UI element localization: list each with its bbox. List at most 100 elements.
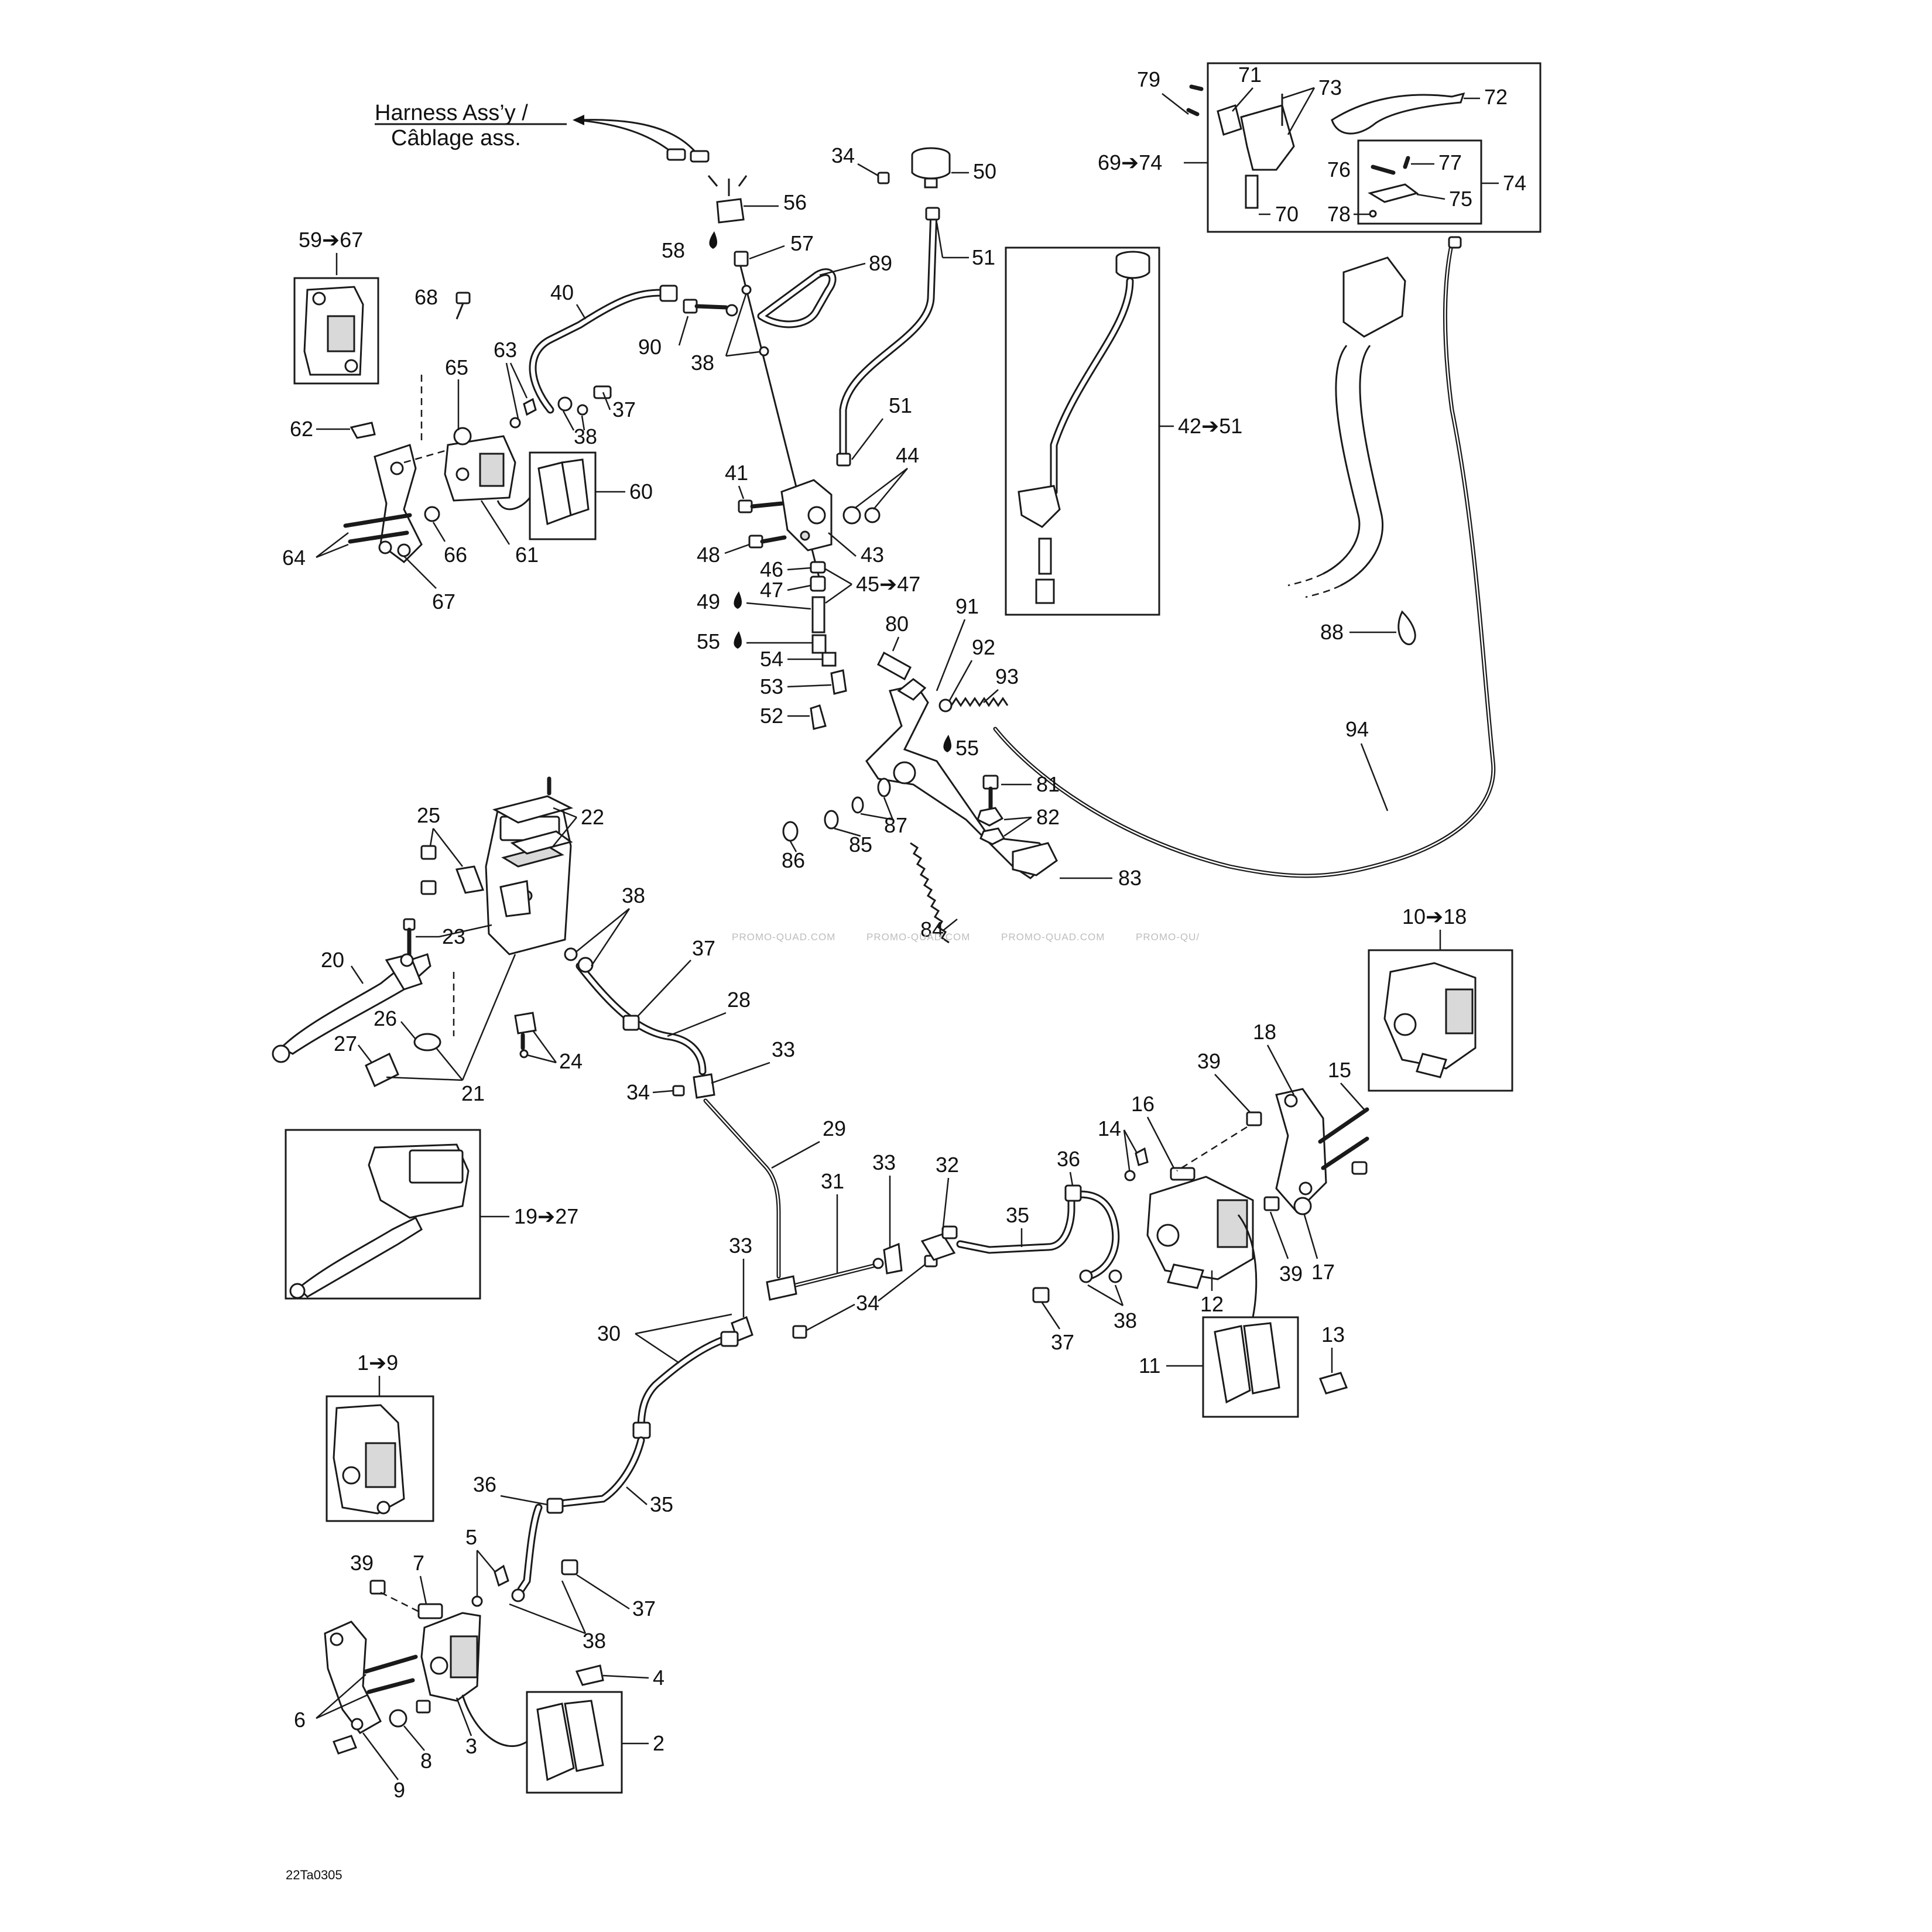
reservoir-50: [911, 147, 951, 189]
piston-46-47: [810, 561, 847, 695]
callout-34: 34: [856, 1291, 879, 1315]
callout-27: 27: [334, 1032, 357, 1056]
pins-15: [1318, 1107, 1369, 1175]
callout-30: 30: [597, 1321, 621, 1345]
caliper-inset-box-59-67: [293, 277, 379, 385]
callout-55: 55: [955, 736, 979, 760]
hose-30: [632, 1331, 739, 1439]
callout-7: 7: [413, 1551, 424, 1575]
front-master-cylinder: [485, 804, 572, 955]
callout-35: 35: [1006, 1203, 1029, 1227]
pins-6: [364, 1654, 418, 1694]
callout-70: 70: [1275, 202, 1299, 226]
callout-58: 58: [662, 238, 685, 262]
bushing-66: [378, 506, 440, 554]
rear-hose-40: [529, 285, 678, 416]
callout-73: 73: [1318, 76, 1342, 100]
pivot-bolt-23: [400, 918, 416, 967]
callout-66: 66: [444, 543, 467, 567]
callout-74: 74: [1503, 171, 1526, 195]
harness-label-line2: Câblage ass.: [391, 126, 521, 150]
screw-34: [877, 172, 890, 184]
callout-81: 81: [1036, 772, 1060, 796]
grease-drop-icon: [734, 631, 742, 649]
bolt-37c: [1032, 1287, 1050, 1303]
callout-17: 17: [1311, 1260, 1335, 1284]
harness-connector: [666, 148, 710, 163]
callout-1-9: 1➔9: [357, 1351, 398, 1375]
callout-60: 60: [629, 479, 653, 503]
callout-8: 8: [420, 1749, 432, 1773]
cable-94: [993, 236, 1496, 878]
callout-92: 92: [972, 635, 995, 659]
callout-93: 93: [995, 664, 1019, 688]
callout-35: 35: [650, 1492, 673, 1516]
callout-37: 37: [692, 936, 715, 960]
callout-21: 21: [461, 1081, 485, 1105]
callout-41: 41: [725, 461, 748, 485]
callout-78: 78: [1327, 202, 1351, 226]
master-cylinder-inset-box: [1005, 246, 1160, 616]
callout-37: 37: [612, 398, 636, 422]
caliper-rear-upper-group: 59➔67: [282, 228, 653, 614]
bolt-37: [622, 1015, 640, 1031]
callout-67: 67: [432, 590, 455, 614]
grease-drop-icon: [943, 735, 951, 752]
callout-6: 6: [294, 1708, 306, 1732]
reservoir-hose-51: [836, 207, 940, 467]
callout-88: 88: [1320, 620, 1344, 644]
callout-45-47: 45➔47: [856, 572, 920, 596]
callout-9: 9: [393, 1778, 405, 1802]
callout-22: 22: [581, 805, 604, 829]
bracket-33c: [883, 1242, 938, 1275]
callout-49: 49: [697, 590, 720, 614]
callout-40: 40: [550, 280, 574, 304]
lever-72: [1331, 92, 1465, 135]
caliper-body: [444, 427, 516, 502]
bushing-8: [389, 1700, 431, 1728]
front-hose-28: [564, 947, 707, 1075]
callout-43: 43: [861, 543, 884, 567]
callout-39: 39: [1279, 1262, 1303, 1286]
clip-13: [1318, 1372, 1348, 1395]
bolt-37d: [561, 1559, 578, 1575]
callout-82: 82: [1036, 805, 1060, 829]
caliper-inset-icon: [1383, 962, 1477, 1078]
callout-28: 28: [727, 988, 751, 1012]
callout-87: 87: [884, 813, 907, 837]
callout-62: 62: [290, 417, 313, 441]
bolt-68: [455, 292, 471, 320]
callout-80: 80: [885, 612, 909, 636]
callout-68: 68: [415, 285, 438, 309]
washer-85-86-87: [782, 777, 891, 842]
caliper-front-right: [1146, 1167, 1254, 1289]
lever-part-75: [1368, 183, 1419, 218]
caliper-inset-box-10-18: [1368, 949, 1513, 1092]
pressure-switch-56: [707, 175, 748, 224]
callout-51: 51: [889, 393, 912, 417]
callout-2: 2: [653, 1731, 664, 1755]
callout-46: 46: [760, 557, 783, 581]
spring-76: [1371, 165, 1396, 175]
brake-pad: [1243, 1322, 1280, 1395]
switch-24: [514, 1012, 537, 1059]
callout-86: 86: [782, 848, 805, 872]
callout-71: 71: [1238, 63, 1262, 87]
svg-text:PROMO-QUAD.COM: PROMO-QUAD.COM: [866, 931, 970, 943]
callout-61: 61: [515, 543, 539, 567]
grease-drop-icon: [709, 231, 717, 249]
brake-pad: [536, 1703, 575, 1782]
callout-57: 57: [790, 231, 814, 255]
clip-62: [350, 422, 376, 439]
clip-4: [575, 1664, 604, 1686]
callout-85: 85: [849, 833, 872, 857]
nut-82: [977, 807, 1006, 845]
callout-55: 55: [697, 629, 720, 653]
junction-33: [672, 1073, 715, 1099]
master-cylinder-rear: [780, 479, 881, 551]
bleeder-14: [1124, 1147, 1149, 1181]
screw-77: [1403, 156, 1410, 169]
callout-5: 5: [465, 1525, 477, 1549]
callout-59-67: 59➔67: [299, 228, 363, 252]
